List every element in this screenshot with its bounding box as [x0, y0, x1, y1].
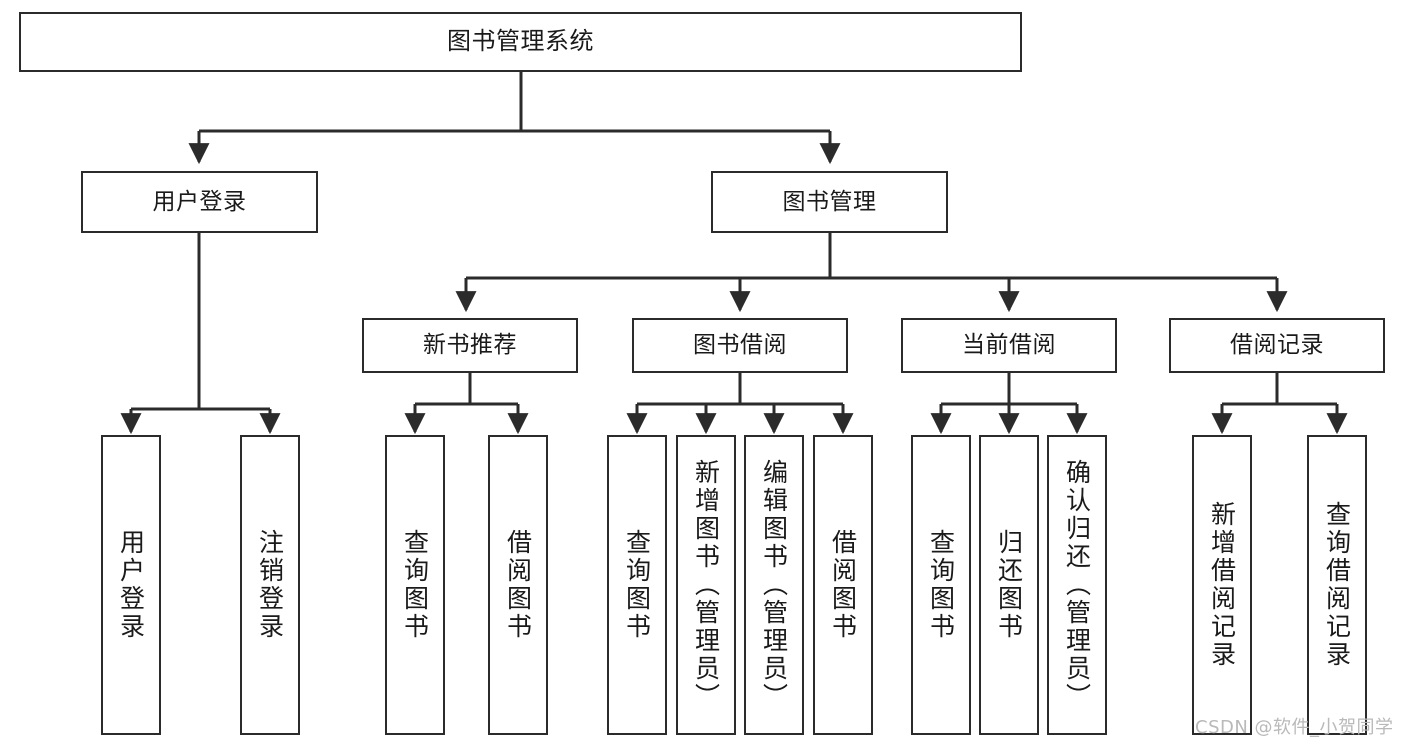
node-label: 查询图书 [400, 529, 430, 641]
node-book-borrow[interactable]: 图书借阅 [632, 318, 848, 373]
node-label: 新增图书（管理员） [691, 459, 721, 711]
node-label: 借阅图书 [503, 529, 533, 641]
leaf-book-borrow-borrow-book[interactable]: 借阅图书 [813, 435, 873, 735]
node-label: 新书推荐 [423, 332, 517, 359]
node-new-book-recommend[interactable]: 新书推荐 [362, 318, 578, 373]
node-label: 编辑图书（管理员） [759, 459, 789, 711]
node-label: 图书借阅 [693, 332, 787, 359]
node-user-login[interactable]: 用户登录 [81, 171, 318, 233]
node-label: 借阅记录 [1230, 332, 1324, 359]
node-label: 确认归还（管理员） [1062, 459, 1092, 711]
node-label: 归还图书 [994, 529, 1024, 641]
leaf-book-borrow-edit-book-admin[interactable]: 编辑图书（管理员） [744, 435, 804, 735]
node-label: 查询图书 [622, 529, 652, 641]
node-label: 新增借阅记录 [1207, 501, 1237, 669]
node-borrow-record[interactable]: 借阅记录 [1169, 318, 1385, 373]
node-label: 借阅图书 [828, 529, 858, 641]
leaf-current-borrow-return-book[interactable]: 归还图书 [979, 435, 1039, 735]
leaf-user-login-signout[interactable]: 注销登录 [240, 435, 300, 735]
node-current-borrow[interactable]: 当前借阅 [901, 318, 1117, 373]
csdn-watermark: CSDN @软件_小贺同学 [1195, 717, 1394, 738]
node-label: 注销登录 [255, 529, 285, 641]
node-label: 用户登录 [152, 188, 247, 215]
leaf-new-book-query-book[interactable]: 查询图书 [385, 435, 445, 735]
leaf-current-borrow-confirm-return-admin[interactable]: 确认归还（管理员） [1047, 435, 1107, 735]
node-label: 当前借阅 [962, 332, 1056, 359]
node-label: 图书管理 [782, 188, 877, 215]
node-book-management[interactable]: 图书管理 [711, 171, 948, 233]
node-label: 图书管理系统 [447, 27, 594, 56]
node-root-book-management-system[interactable]: 图书管理系统 [19, 12, 1022, 72]
leaf-borrow-record-query-record[interactable]: 查询借阅记录 [1307, 435, 1367, 735]
node-label: 用户登录 [116, 529, 146, 641]
leaf-user-login-signin[interactable]: 用户登录 [101, 435, 161, 735]
node-label: 查询图书 [926, 529, 956, 641]
node-label: 查询借阅记录 [1322, 501, 1352, 669]
leaf-new-book-borrow-book[interactable]: 借阅图书 [488, 435, 548, 735]
leaf-book-borrow-query-book[interactable]: 查询图书 [607, 435, 667, 735]
leaf-borrow-record-add-record[interactable]: 新增借阅记录 [1192, 435, 1252, 735]
leaf-book-borrow-add-book-admin[interactable]: 新增图书（管理员） [676, 435, 736, 735]
leaf-current-borrow-query-book[interactable]: 查询图书 [911, 435, 971, 735]
